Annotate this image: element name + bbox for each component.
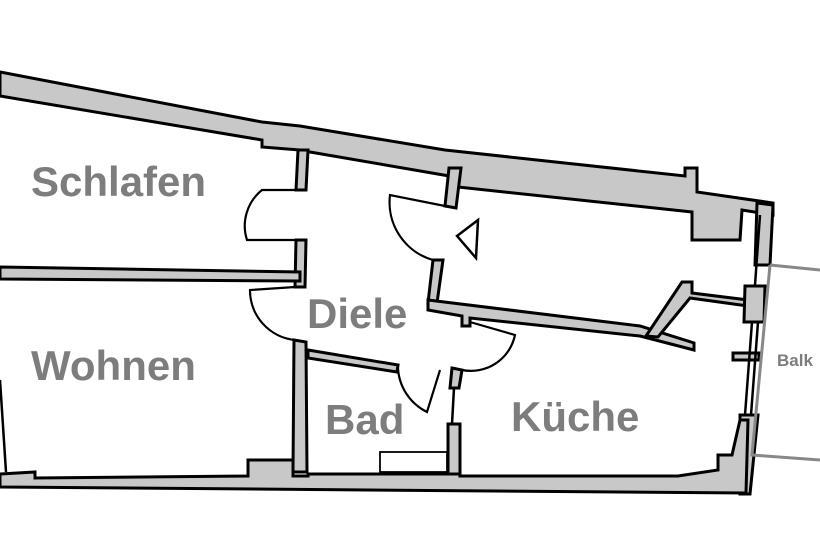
balcony-line-side bbox=[750, 264, 820, 462]
outer-wall-bottom bbox=[0, 418, 750, 495]
wall-diele-room-vertical-lower bbox=[426, 258, 445, 305]
room-label-kueche: Küche bbox=[511, 393, 640, 440]
door-schlafen[interactable] bbox=[243, 188, 296, 242]
wall-diele-bad bbox=[306, 348, 400, 374]
door-wohnen[interactable] bbox=[248, 285, 296, 342]
outer-wall-left bbox=[0, 379, 8, 473]
window-line-2 bbox=[743, 321, 754, 416]
wall-schlafen-diele-upper bbox=[294, 148, 310, 192]
outer-wall-top bbox=[0, 70, 775, 242]
door-kueche[interactable] bbox=[461, 320, 517, 372]
room-label-balkon: Balk bbox=[777, 351, 813, 370]
wall-schlafen-wohnen bbox=[0, 265, 302, 283]
room-label-schlafen: Schlafen bbox=[31, 158, 207, 205]
bathtub-fixture bbox=[379, 451, 448, 473]
entrance-triangle-icon bbox=[455, 217, 480, 262]
wall-diele-room-vertical-upper bbox=[443, 166, 463, 210]
wall-wohnen-diele bbox=[291, 338, 309, 474]
door-bad[interactable] bbox=[396, 367, 442, 414]
window-line-bad bbox=[450, 387, 456, 425]
window-line-1 bbox=[753, 214, 762, 286]
room-label-bad: Bad bbox=[325, 396, 405, 443]
wall-bad-kueche bbox=[446, 422, 462, 478]
wall-kitchen-diagonal bbox=[643, 280, 750, 339]
balcony-line-top bbox=[769, 263, 820, 272]
door-inner-room[interactable] bbox=[388, 193, 446, 262]
room-label-diele: Diele bbox=[307, 290, 408, 337]
window-line-3 bbox=[749, 321, 760, 416]
wall-inner-room-bottom bbox=[426, 298, 696, 352]
wall-bad-kueche-top bbox=[448, 366, 464, 390]
room-label-wohnen: Wohnen bbox=[31, 342, 196, 389]
window-post-upper bbox=[742, 284, 767, 324]
